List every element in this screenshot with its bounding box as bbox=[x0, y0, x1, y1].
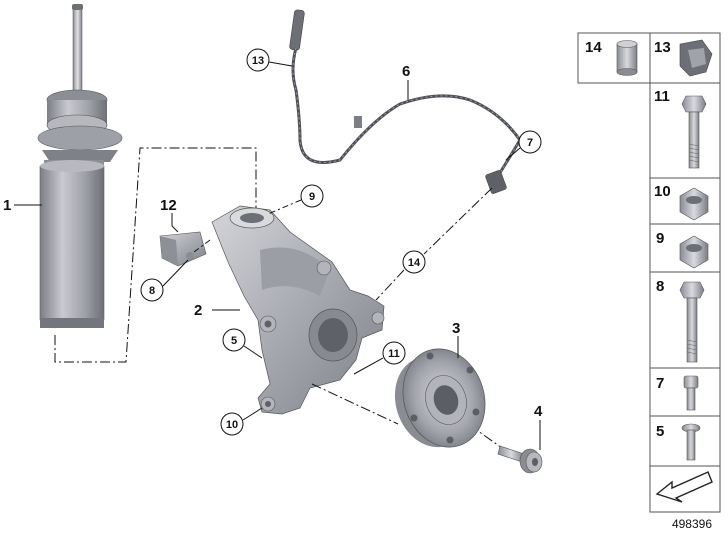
assembly-line bbox=[267, 199, 302, 215]
callout-12: 12 bbox=[160, 197, 177, 214]
leader-line bbox=[162, 259, 189, 287]
cable-clip-part bbox=[679, 39, 713, 77]
shock-absorber-strut bbox=[37, 4, 123, 328]
panel-label-11: 11 bbox=[654, 88, 670, 105]
panel-label-8: 8 bbox=[656, 278, 664, 295]
hub-bolt bbox=[497, 445, 543, 474]
callout-9: 9 bbox=[309, 191, 315, 203]
panel-cell-14 bbox=[577, 32, 651, 84]
callout-2: 2 bbox=[194, 302, 202, 319]
panel-label-14: 14 bbox=[585, 39, 602, 56]
arrow-icon bbox=[655, 471, 713, 503]
assembly-line bbox=[423, 187, 493, 255]
callout-11: 11 bbox=[388, 348, 400, 360]
bolt-11-part bbox=[681, 95, 707, 169]
callout-1: 1 bbox=[3, 197, 11, 214]
panel-label-10: 10 bbox=[654, 183, 671, 200]
callout-13-circle bbox=[246, 48, 270, 72]
leader-line bbox=[243, 345, 263, 359]
leader-line bbox=[505, 147, 521, 161]
screw-7-part bbox=[683, 375, 699, 411]
panel-label-7: 7 bbox=[656, 375, 664, 392]
leader-line bbox=[268, 61, 293, 67]
assembly-line bbox=[375, 269, 405, 301]
callout-5-circle bbox=[222, 328, 246, 352]
callout-4: 4 bbox=[534, 403, 543, 420]
callout-13: 13 bbox=[252, 55, 264, 67]
assembly-line bbox=[193, 239, 211, 253]
callout-5: 5 bbox=[231, 335, 237, 347]
callout-10: 10 bbox=[226, 419, 238, 431]
callout-14-circle bbox=[402, 250, 426, 274]
leader-line bbox=[171, 225, 179, 233]
callout-14: 14 bbox=[408, 257, 421, 269]
callout-10-circle bbox=[220, 412, 244, 436]
callout-6: 6 bbox=[402, 63, 410, 80]
image-code: 498396 bbox=[672, 517, 712, 531]
screw-5-part bbox=[681, 423, 701, 461]
leader-line bbox=[242, 407, 263, 421]
bracket-part bbox=[159, 231, 207, 267]
callout-7: 7 bbox=[527, 137, 533, 149]
callout-8: 8 bbox=[149, 285, 155, 297]
assembly-line bbox=[54, 147, 257, 363]
callout-3: 3 bbox=[452, 320, 460, 337]
assembly-line bbox=[311, 383, 399, 425]
panel-label-9: 9 bbox=[656, 230, 664, 247]
steering-knuckle bbox=[211, 205, 385, 415]
callout-9-circle bbox=[300, 184, 324, 208]
nut-part bbox=[186, 252, 194, 260]
nut-10-part bbox=[679, 187, 709, 221]
sleeve-part bbox=[616, 40, 638, 76]
callout-8-circle bbox=[140, 278, 164, 302]
panel-label-5: 5 bbox=[656, 423, 664, 440]
nut-9-part bbox=[679, 235, 709, 269]
leader-line bbox=[353, 357, 384, 375]
wheel-speed-sensor-cable bbox=[289, 9, 522, 194]
callout-11-circle bbox=[382, 341, 406, 365]
bolt-8-part bbox=[679, 281, 705, 363]
callout-7-circle bbox=[518, 130, 542, 154]
wheel-hub bbox=[394, 348, 486, 448]
panel-label-13: 13 bbox=[654, 39, 671, 56]
panel-cell-5 bbox=[649, 415, 721, 467]
